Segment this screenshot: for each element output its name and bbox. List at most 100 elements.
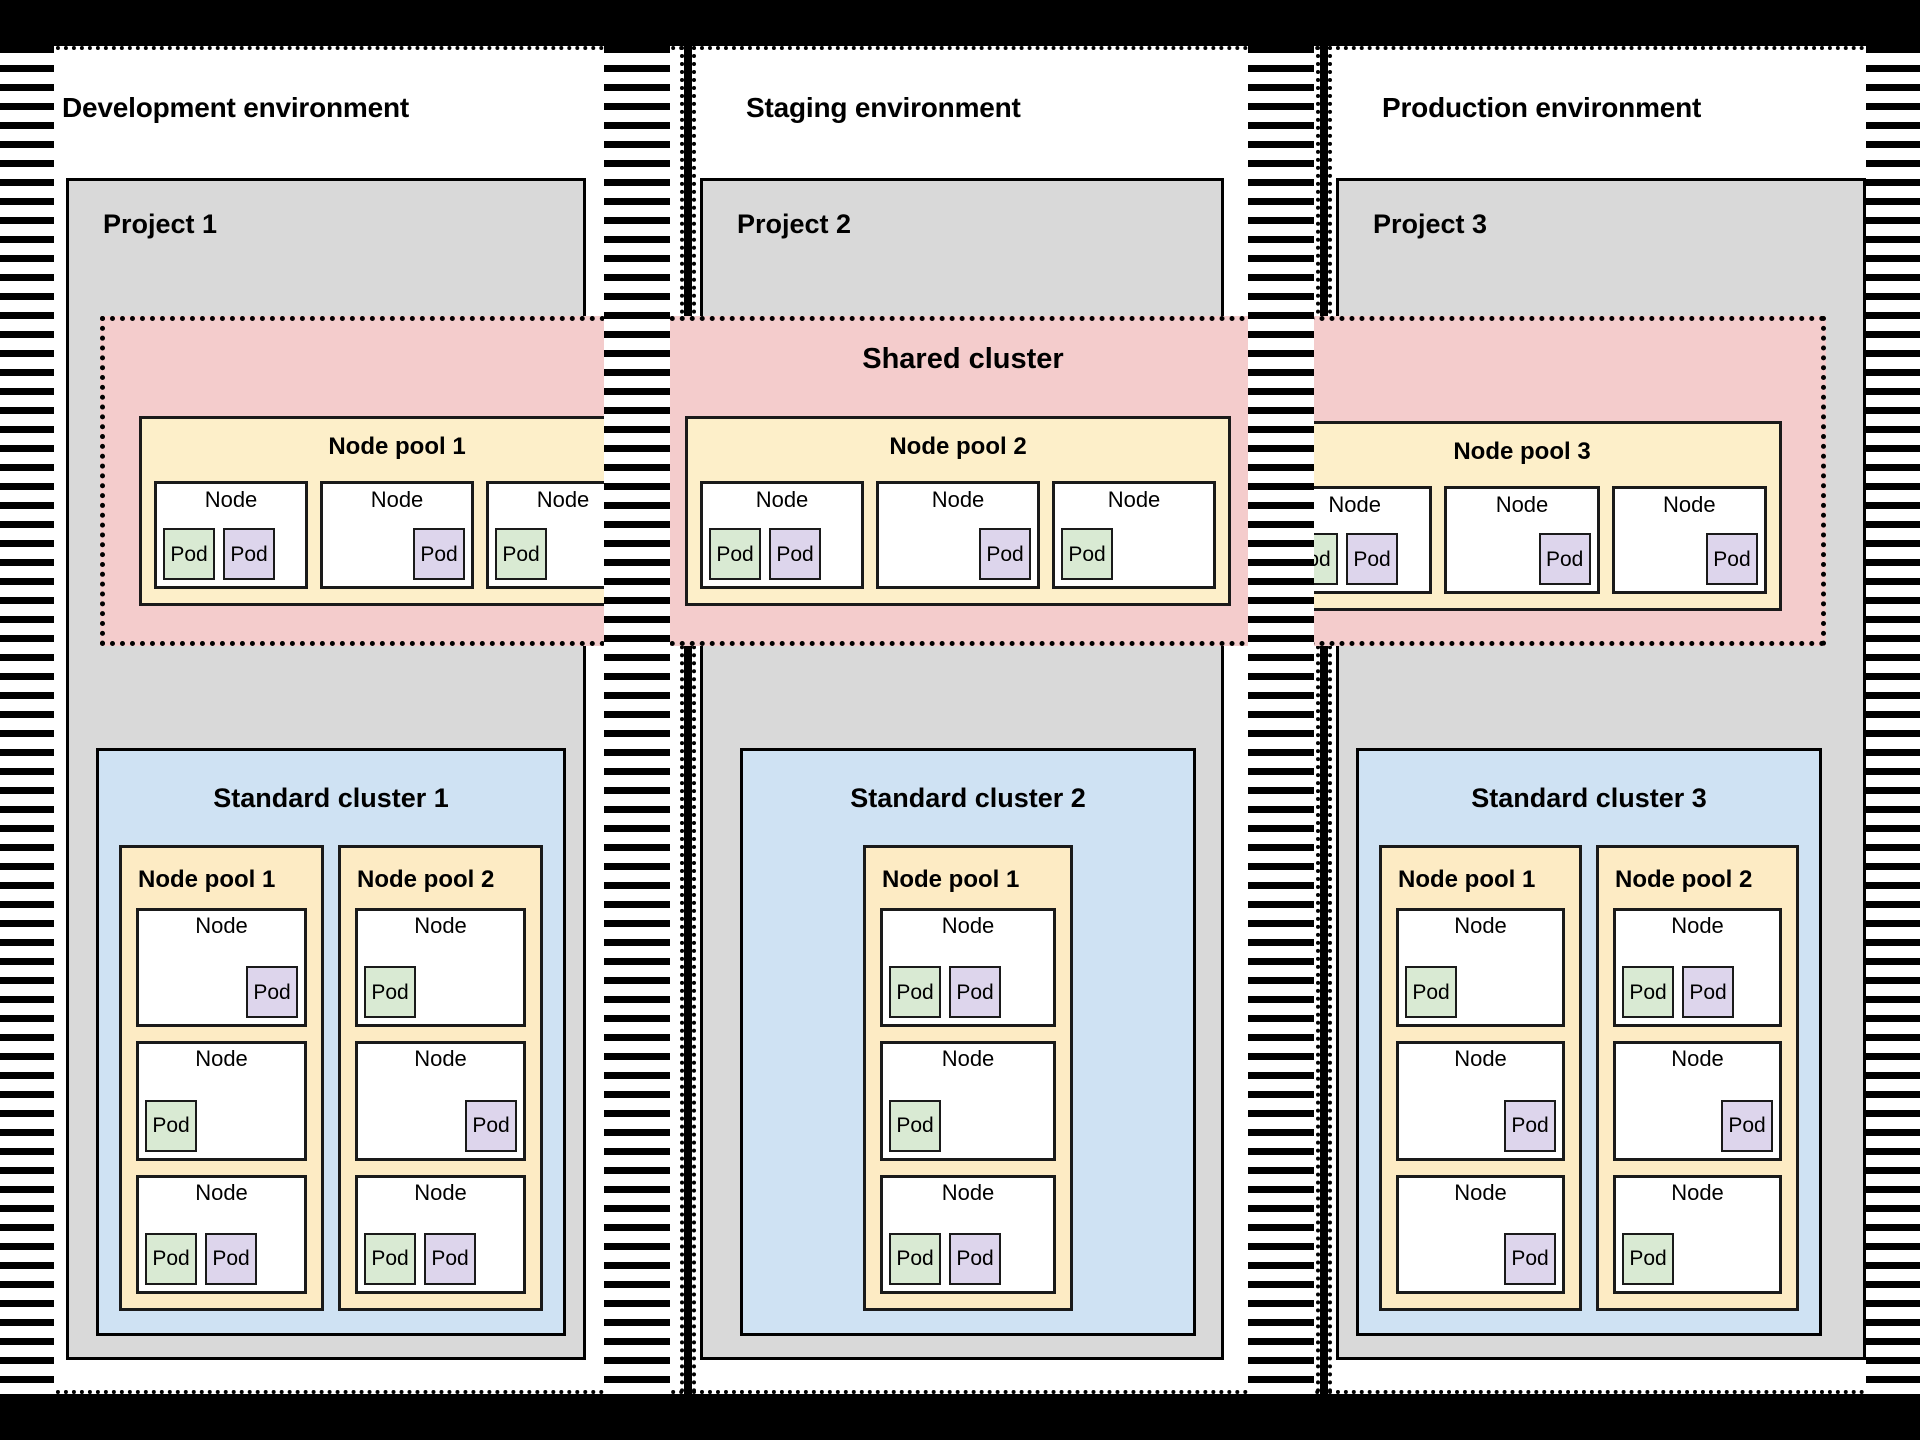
hatched-separator-2: [1248, 46, 1314, 1394]
pod: Pod: [246, 966, 298, 1019]
environment-title: Staging environment: [746, 92, 1021, 123]
pod-list: Pod: [883, 1070, 1053, 1157]
pod: Pod: [709, 528, 761, 580]
pod: Pod: [1682, 966, 1734, 1019]
node-label: Node: [1671, 1179, 1724, 1205]
pod: Pod: [1405, 966, 1457, 1019]
standard-cluster-title: Standard cluster 2: [850, 783, 1086, 813]
pod: Pod: [1504, 1099, 1556, 1152]
project-title: Project 2: [737, 209, 852, 239]
pod: Pod: [465, 1099, 517, 1152]
pod-list: Pod: [1616, 1070, 1779, 1157]
node-label: Node: [941, 913, 995, 938]
node-label: Node: [414, 1046, 467, 1072]
pod: Pod: [949, 966, 1001, 1019]
pod: Pod: [1504, 1232, 1556, 1285]
pod-list: Pod: [358, 1070, 523, 1157]
node-label: Node: [1663, 492, 1716, 517]
node-label: Node: [370, 487, 424, 512]
environment-title: Development environment: [62, 92, 410, 123]
pod-list: Pod: [139, 937, 304, 1024]
node-label: Node: [195, 913, 248, 938]
environment-title: Production environment: [1382, 92, 1702, 123]
pod: Pod: [1705, 533, 1758, 585]
pod: Pod: [1346, 533, 1398, 585]
pod-list: Pod: [1615, 516, 1764, 591]
node-pool-title: Node pool 2: [1615, 866, 1753, 893]
pod: Pod: [223, 528, 275, 580]
pod: Pod: [424, 1232, 476, 1285]
node-label: Node: [1107, 487, 1161, 512]
pod: Pod: [1622, 966, 1674, 1019]
pod: Pod: [1538, 533, 1591, 585]
hatched-separator-1: [604, 46, 670, 1394]
node-label: Node: [1671, 1046, 1724, 1072]
project-title: Project 3: [1373, 209, 1488, 239]
pod-list: Pod: [879, 511, 1037, 586]
node-pool-title: Node pool 2: [357, 866, 495, 893]
node-label: Node: [755, 487, 809, 512]
node-label: Node: [931, 487, 985, 512]
pod-list: Pod: [1616, 1204, 1779, 1291]
node-pool-title: Node pool 3: [1453, 438, 1591, 465]
node-label: Node: [1495, 492, 1549, 517]
project-title: Project 1: [103, 209, 218, 239]
pod: Pod: [889, 966, 941, 1019]
pod: Pod: [163, 528, 215, 580]
node-label: Node: [1454, 1046, 1507, 1072]
pod: Pod: [889, 1232, 941, 1285]
pod: Pod: [205, 1232, 257, 1285]
node-label: Node: [414, 913, 467, 938]
node-pool-title: Node pool 1: [138, 866, 276, 893]
node-label: Node: [941, 1179, 995, 1205]
shared-cluster-title: Shared cluster: [862, 343, 1064, 375]
pod: Pod: [949, 1232, 1001, 1285]
standard-cluster-title: Standard cluster 3: [1471, 783, 1707, 813]
node-pool-title: Node pool 1: [1398, 866, 1536, 893]
node-label: Node: [536, 487, 590, 512]
node-pool-title: Node pool 2: [889, 433, 1027, 460]
node-pool-title: Node pool 1: [328, 433, 466, 460]
pod-list: Pod: [139, 1070, 304, 1157]
pod-list: Pod: [1399, 1070, 1562, 1157]
pod: Pod: [889, 1099, 941, 1152]
pod: Pod: [495, 528, 547, 580]
pod-list: Pod: [1399, 937, 1562, 1024]
hatched-separator-right: [1866, 46, 1920, 1394]
